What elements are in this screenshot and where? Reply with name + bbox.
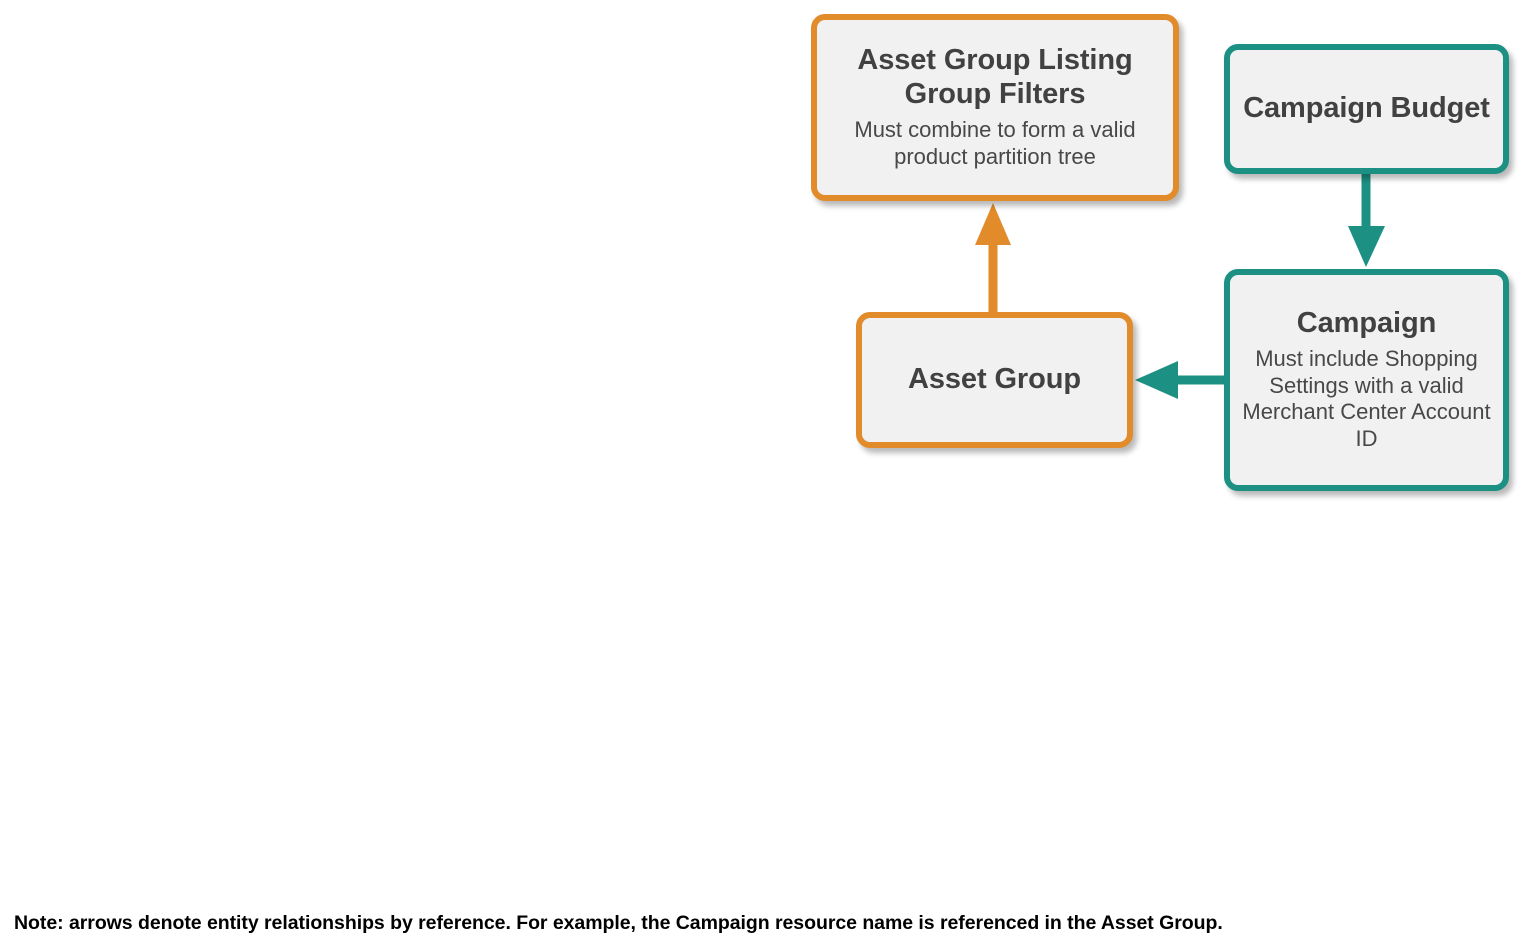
edge-campaign-budget-to-campaign [1348,174,1385,267]
node-campaign-budget[interactable]: Campaign Budget [1224,44,1509,174]
node-asset-group-listing-group-filters[interactable]: Asset Group Listing Group Filters Must c… [811,14,1179,201]
node-title: Asset Group [908,363,1081,396]
node-title: Asset Group Listing Group Filters [857,44,1133,111]
arrowhead-up-orange [975,203,1011,245]
node-campaign[interactable]: Campaign Must include Shopping Settings … [1224,269,1509,491]
edge-asset-group-to-listing-group-filters [975,203,1011,313]
edge-campaign-to-asset-group [1135,361,1224,399]
node-subtitle: Must combine to form a valid product par… [854,117,1136,169]
node-title: Campaign [1296,306,1437,339]
diagram-footnote: Note: arrows denote entity relationships… [14,912,1223,934]
arrowhead-down-teal [1348,226,1385,267]
arrowhead-left-teal [1135,361,1178,399]
node-asset-group[interactable]: Asset Group [856,312,1133,448]
node-title: Campaign Budget [1243,92,1490,125]
node-subtitle: Must include Shopping Settings with a va… [1242,345,1491,452]
